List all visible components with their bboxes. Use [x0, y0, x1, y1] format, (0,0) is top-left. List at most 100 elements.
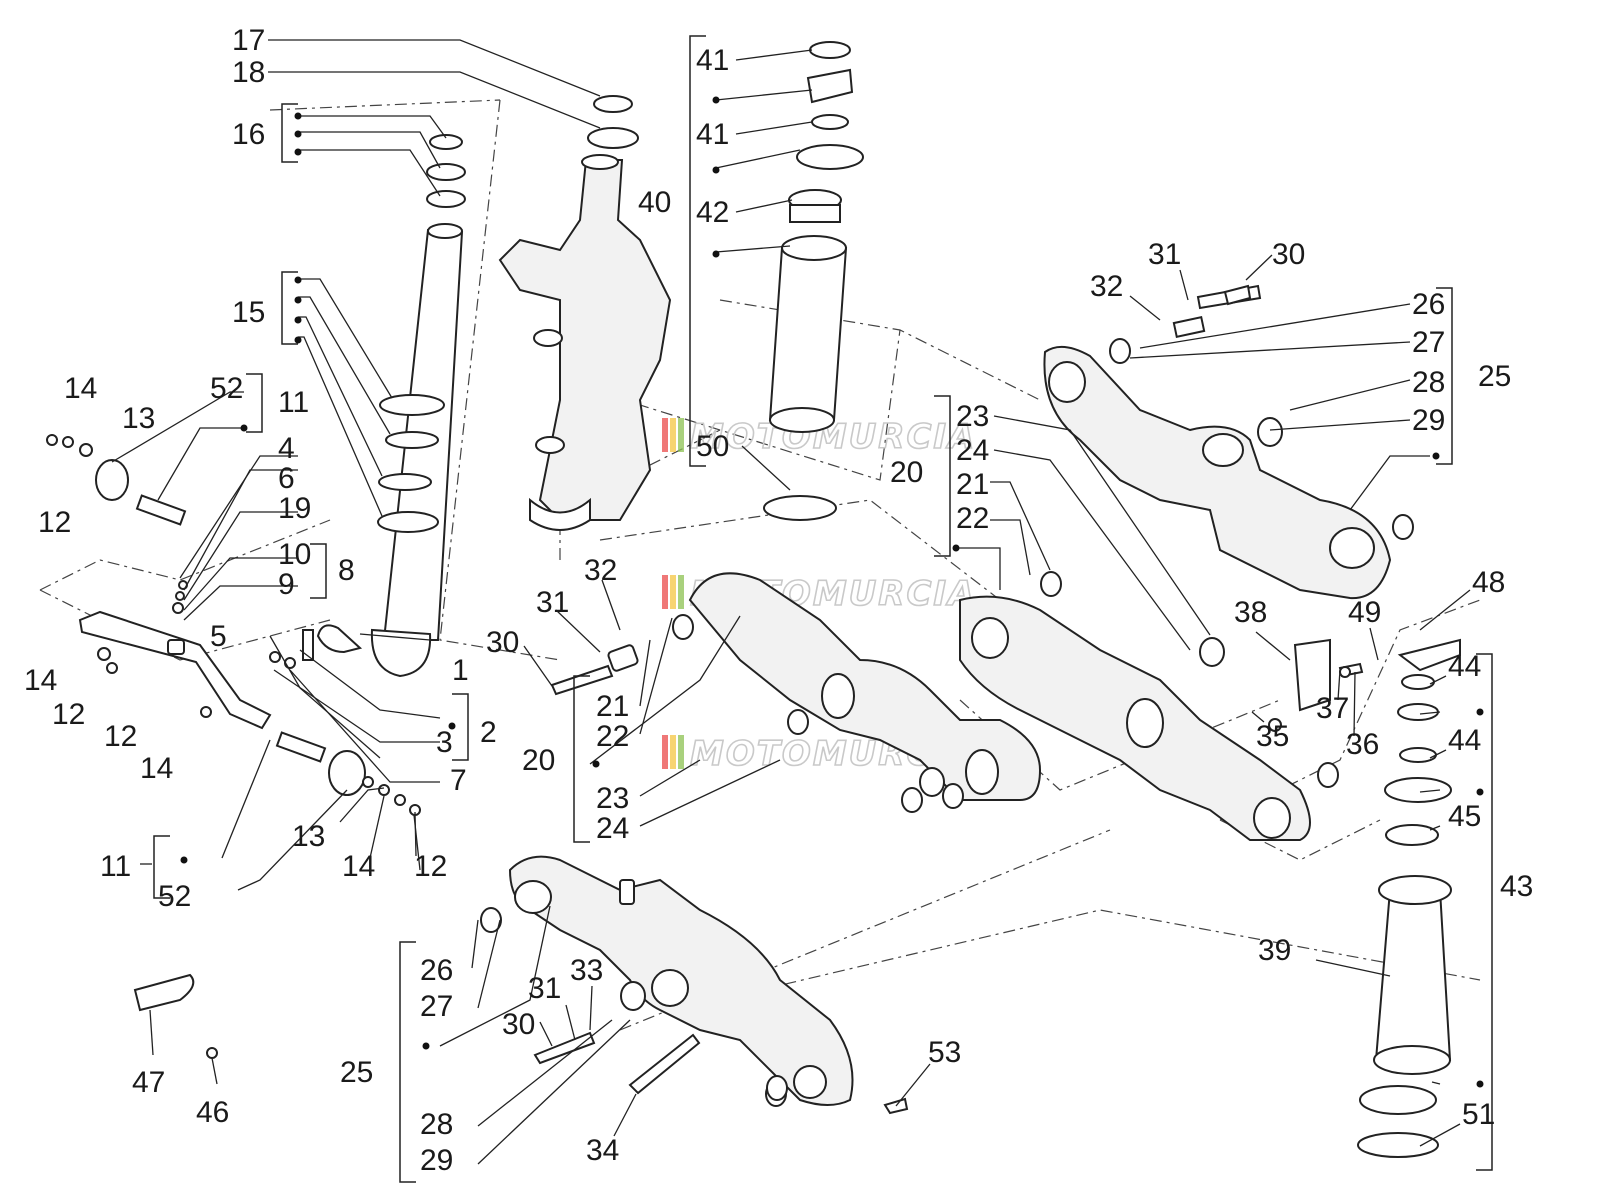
- top-bearing-stack: [426, 95, 639, 208]
- label-47: 47: [132, 1066, 165, 1099]
- label-8: 8: [338, 554, 355, 587]
- label-6: 6: [278, 462, 295, 495]
- label-27b: 27: [420, 990, 453, 1023]
- label-26: 26: [1412, 288, 1445, 321]
- label-29b: 29: [420, 1144, 453, 1177]
- steering-tube: [316, 223, 464, 678]
- label-15: 15: [232, 296, 265, 329]
- reference-dots: [180, 96, 1484, 1088]
- fasteners: [133, 284, 1364, 1115]
- frame-fragment: [498, 154, 672, 531]
- label-22: 22: [956, 502, 989, 535]
- watermark-stripe: [678, 735, 684, 769]
- label-35: 35: [1256, 720, 1289, 753]
- label-36: 36: [1346, 728, 1379, 761]
- watermark-stripe: [670, 418, 676, 452]
- label-13b: 13: [292, 820, 325, 853]
- watermark-stripe: [678, 418, 684, 452]
- label-18: 18: [232, 56, 265, 89]
- swingarm-link-upper: [1043, 284, 1414, 600]
- label-31b: 31: [536, 586, 569, 619]
- label-48: 48: [1472, 566, 1505, 599]
- label-24: 24: [956, 434, 989, 467]
- label-1: 1: [452, 654, 469, 687]
- label-14: 14: [64, 372, 97, 405]
- label-31c: 31: [528, 972, 561, 1005]
- label-20b: 20: [522, 744, 555, 777]
- label-3: 3: [436, 726, 453, 759]
- label-16: 16: [232, 118, 265, 151]
- label-53: 53: [928, 1036, 961, 1069]
- label-21: 21: [956, 468, 989, 501]
- label-5: 5: [210, 620, 227, 653]
- label-28b: 28: [420, 1108, 453, 1141]
- label-52b: 52: [158, 880, 191, 913]
- watermark-stripe: [670, 575, 676, 609]
- label-25: 25: [1478, 360, 1511, 393]
- label-14d: 14: [342, 850, 375, 883]
- label-23: 23: [956, 400, 989, 433]
- label-2: 2: [480, 716, 497, 749]
- label-12c: 12: [104, 720, 137, 753]
- label-29: 29: [1412, 404, 1445, 437]
- label-31: 31: [1148, 238, 1181, 271]
- label-24b: 24: [596, 812, 629, 845]
- label-42: 42: [696, 196, 729, 229]
- label-14c: 14: [140, 752, 173, 785]
- label-12b: 12: [52, 698, 85, 731]
- watermark-stripe: [670, 735, 676, 769]
- label-9: 9: [278, 568, 295, 601]
- label-40: 40: [638, 186, 671, 219]
- label-49: 49: [1348, 596, 1381, 629]
- steering-rod: [46, 434, 421, 816]
- label-41b: 41: [696, 118, 729, 151]
- watermark-stripe: [662, 735, 668, 769]
- label-14b: 14: [24, 664, 57, 697]
- label-30: 30: [1272, 238, 1305, 271]
- label-41: 41: [696, 44, 729, 77]
- label-44: 44: [1448, 650, 1481, 683]
- label-33: 33: [570, 954, 603, 987]
- label-51: 51: [1462, 1098, 1495, 1131]
- parts: [46, 41, 1461, 1158]
- leader-lines: [111, 39, 1471, 1165]
- label-34: 34: [586, 1134, 619, 1167]
- swingarm-link-middle-right: [959, 571, 1339, 841]
- steering-tube-right: [1357, 638, 1461, 1158]
- label-38: 38: [1234, 596, 1267, 629]
- label-44b: 44: [1448, 724, 1481, 757]
- label-25b: 25: [340, 1056, 373, 1089]
- swingarm-link-lower: [480, 855, 854, 1107]
- label-7: 7: [450, 764, 467, 797]
- label-32: 32: [1090, 270, 1123, 303]
- label-43: 43: [1500, 870, 1533, 903]
- label-52: 52: [210, 372, 243, 405]
- label-46: 46: [196, 1096, 229, 1129]
- label-20: 20: [890, 456, 923, 489]
- label-19: 19: [278, 492, 311, 525]
- label-30b: 30: [486, 626, 519, 659]
- label-30c: 30: [502, 1008, 535, 1041]
- label-39: 39: [1258, 934, 1291, 967]
- label-4: 4: [278, 432, 295, 465]
- label-17: 17: [232, 24, 265, 57]
- label-22b: 22: [596, 720, 629, 753]
- watermark-stripe: [662, 418, 668, 452]
- swingarm-link-middle-left: [672, 572, 1042, 809]
- steering-head-tube: [763, 41, 864, 521]
- label-23b: 23: [596, 782, 629, 815]
- label-11b: 11: [100, 850, 131, 883]
- label-12d: 12: [414, 850, 447, 883]
- watermark-stripe: [662, 575, 668, 609]
- label-27: 27: [1412, 326, 1445, 359]
- label-21b: 21: [596, 690, 629, 723]
- label-10: 10: [278, 538, 311, 571]
- part-labels: 17 18 16 15 14 13 52 11 12 4 6 19 10 9 8…: [24, 24, 1533, 1177]
- watermark-stripe: [678, 575, 684, 609]
- group-brackets: [153, 35, 1493, 1183]
- label-28: 28: [1412, 366, 1445, 399]
- label-32b: 32: [584, 554, 617, 587]
- label-37: 37: [1316, 692, 1349, 725]
- label-12: 12: [38, 506, 71, 539]
